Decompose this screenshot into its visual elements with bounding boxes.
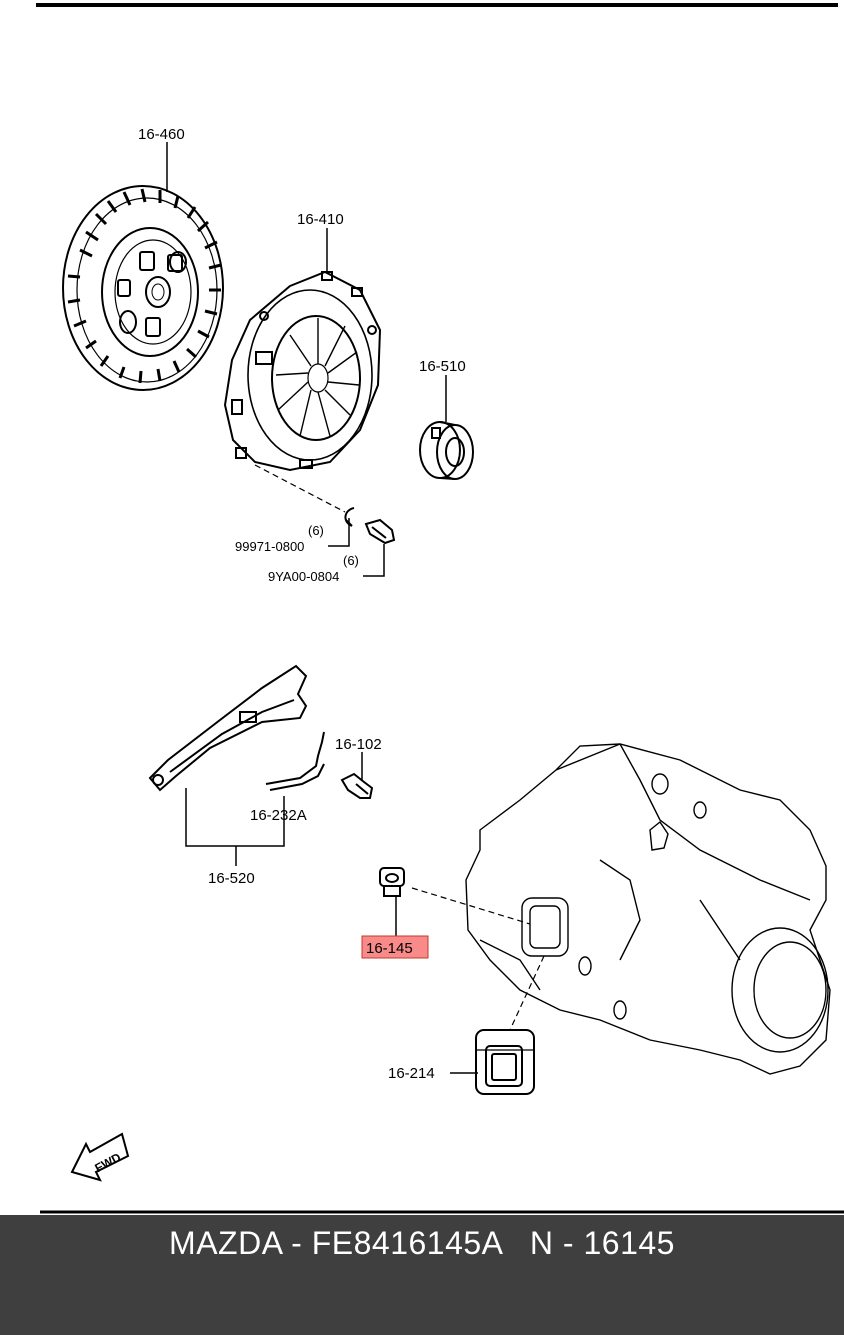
clutch-disc-callout: 16-460 xyxy=(138,126,185,143)
clutch-cover-callout: 16-410 xyxy=(297,211,344,228)
part-number-caption: MAZDA - FE8416145A N - 16145 xyxy=(169,1225,675,1261)
pivot-bolt-drawing xyxy=(340,772,374,799)
parts-diagram: 16-460 16-410 xyxy=(36,3,844,1214)
release-fork-callout: 16-520 xyxy=(208,870,255,887)
spring-callout: 16-232A xyxy=(250,807,307,824)
forward-label: FWD xyxy=(92,1150,123,1175)
highlighted-part-callout: 16-145 xyxy=(366,940,413,957)
boot-callout: 16-214 xyxy=(388,1065,435,1082)
boot-drawing xyxy=(475,1029,535,1095)
forward-arrow-icon: FWD xyxy=(70,1132,130,1182)
cover-bolt-leader xyxy=(363,544,385,577)
pivot-bolt-callout: 16-102 xyxy=(335,736,382,753)
release-bearing-callout: 16-510 xyxy=(419,358,466,375)
footer-bar: MAZDA - FE8416145A N - 16145 xyxy=(0,1215,844,1335)
spring-drawing xyxy=(265,731,325,791)
release-fork-bracket xyxy=(185,788,285,847)
highlighted-to-transmission-dash xyxy=(411,887,531,925)
highlighted-part-badge xyxy=(361,935,429,959)
release-bearing-drawing xyxy=(419,421,474,480)
clutch-cover-drawing xyxy=(223,270,382,472)
transmission-case-drawing xyxy=(465,743,831,1075)
cover-to-washer-dash xyxy=(254,464,346,513)
release-fork-drawing xyxy=(148,664,308,792)
lock-washer-callout: 99971-0800 xyxy=(235,539,304,554)
cover-bolt-drawing xyxy=(364,518,396,545)
lock-washer-leader xyxy=(328,518,350,547)
clutch-disc-drawing xyxy=(62,185,224,391)
lock-washer-qty: (6) xyxy=(308,523,324,538)
cover-bolt-callout: 9YA00-0804 xyxy=(268,569,339,584)
transmission-to-boot-dash xyxy=(509,955,545,1031)
highlighted-part-drawing xyxy=(379,867,405,897)
cover-bolt-qty: (6) xyxy=(343,553,359,568)
